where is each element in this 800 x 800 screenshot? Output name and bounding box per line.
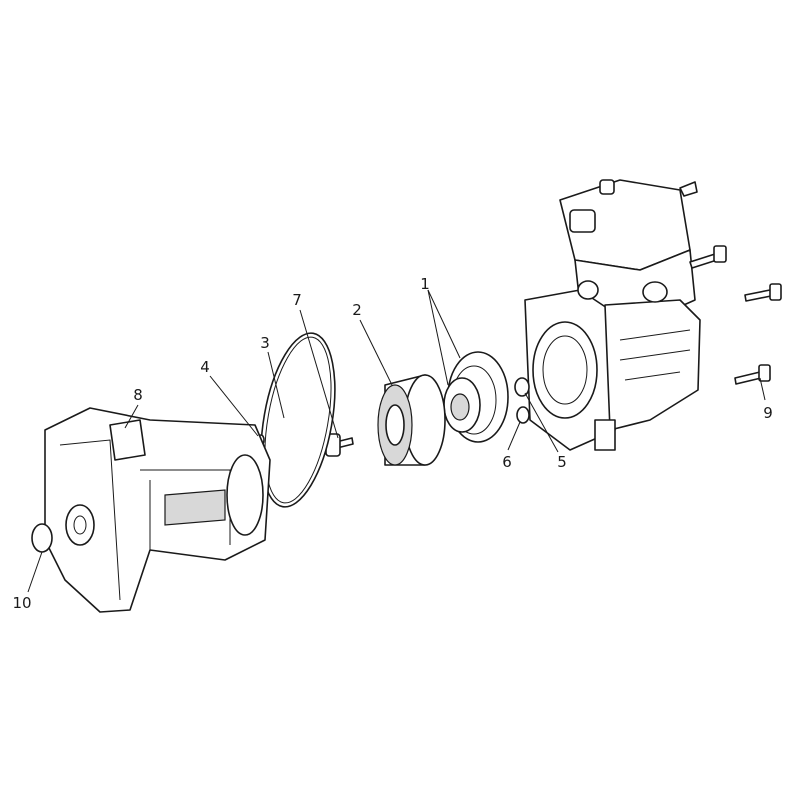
callout-4: 4 (200, 358, 210, 376)
ring-6 (516, 406, 530, 424)
clutch-disc (443, 351, 509, 443)
callout-7: 7 (292, 291, 302, 309)
leader-lines (27, 289, 766, 593)
callout-10: 10 (12, 594, 32, 612)
gear-housing (31, 407, 271, 613)
callout-9: 9 (763, 404, 773, 422)
callout-1: 1 (420, 275, 430, 293)
callout-6: 6 (502, 453, 512, 471)
callout-8: 8 (133, 386, 143, 404)
seal-5 (514, 377, 530, 397)
callout-5: 5 (557, 453, 567, 471)
callout-2: 2 (352, 301, 362, 319)
callout-3: 3 (260, 334, 270, 352)
pulley (377, 374, 446, 466)
o-ring (260, 332, 336, 508)
air-compressor (524, 179, 701, 451)
